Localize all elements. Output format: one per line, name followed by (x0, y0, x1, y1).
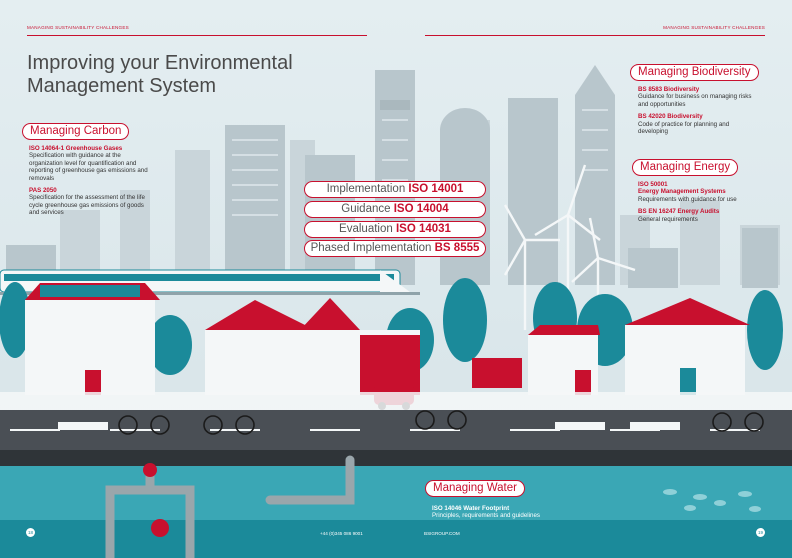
bicycles (118, 410, 764, 435)
carbon-item-desc: Specification for the assessment of the … (29, 194, 145, 217)
footer-phone: +44 (0)345 086 9001 (320, 531, 363, 536)
building-windows (232, 109, 608, 216)
header-rule-right (425, 35, 765, 36)
valve-wheel (143, 463, 157, 477)
biodiversity-standards: BS 8583 Biodiversity Guidance for busine… (638, 86, 758, 140)
carbon-item-code: PAS 2050 (29, 187, 57, 195)
water-standards: ISO 14046 Water Footprint Principles, re… (432, 505, 540, 520)
biodiversity-item-code: BS 8583 Biodiversity (638, 86, 700, 93)
energy-item-desc: Requirements with guidance for use (638, 195, 737, 203)
benches (58, 422, 680, 430)
pipes (105, 455, 355, 558)
page-number-left: 18 (26, 528, 35, 537)
page-title-line2: Management System (27, 75, 216, 97)
page-title-line1: Improving your Environmental (27, 52, 293, 74)
carbon-standards: ISO 14064-1 Greenhouse Gases Specificati… (29, 145, 149, 222)
standard-label: Evaluation (339, 223, 393, 235)
standard-code: ISO 14031 (395, 223, 451, 235)
biodiversity-item-code: BS 42020 Biodiversity (638, 113, 703, 121)
energy-standards: ISO 50001 Energy Management Systems Requ… (638, 181, 763, 228)
page-title: Improving your Environmental Management … (27, 52, 293, 98)
standard-code: BS 8555 (434, 242, 480, 254)
fence (0, 392, 792, 410)
carbon-heading: Managing Carbon (22, 123, 130, 140)
trees (0, 278, 783, 375)
footer-website[interactable]: BSIGROUP.COM (424, 531, 460, 536)
energy-item-subcode: Energy Management Systems (638, 188, 726, 196)
standard-code: ISO 14001 (408, 183, 464, 195)
biodiversity-item-desc: Code of practice for planning and develo… (638, 120, 730, 136)
wind-turbines (503, 164, 636, 330)
standard-label: Guidance (341, 203, 391, 215)
energy-item-desc: General requirements (638, 215, 698, 223)
skyline-front (6, 65, 778, 288)
running-head-right: MANAGING SUSTAINABILITY CHALLENGES (663, 25, 765, 30)
standard-pill-phased: Phased Implementation BS 8555 (304, 240, 486, 257)
valve-wheel-lower (151, 519, 169, 537)
carbon-item-desc: Specification with guidance at the organ… (29, 152, 148, 182)
standard-pill-implementation: Implementation ISO 14001 (304, 181, 486, 198)
page-number-right: 19 (756, 528, 765, 537)
fish (663, 489, 761, 512)
water-heading: Managing Water (425, 480, 525, 497)
water-item-code: ISO 14046 Water Footprint (432, 505, 510, 512)
energy-heading: Managing Energy (632, 159, 739, 176)
standard-code: ISO 14004 (393, 203, 449, 215)
drain-grate (0, 450, 792, 466)
biodiversity-item-desc: Guidance for business on managing risks … (638, 93, 752, 108)
carbon-item-code: ISO 14064-1 Greenhouse Gases (29, 145, 123, 152)
energy-item-code: ISO 50001 (638, 181, 668, 188)
energy-item-code: BS EN 16247 Energy Audits (638, 208, 720, 216)
standard-pill-evaluation: Evaluation ISO 14031 (304, 221, 486, 238)
standard-label: Phased Implementation (310, 242, 432, 254)
header-rule-left (27, 35, 367, 36)
footer-band (0, 520, 792, 558)
standard-pill-guidance: Guidance ISO 14004 (304, 201, 486, 218)
biodiversity-heading: Managing Biodiversity (630, 64, 759, 81)
running-head-left: MANAGING SUSTAINABILITY CHALLENGES (27, 25, 129, 30)
standard-label: Implementation (326, 183, 406, 195)
houses (25, 283, 750, 395)
water-item-desc: Principles, requirements and guidelines (432, 512, 540, 520)
